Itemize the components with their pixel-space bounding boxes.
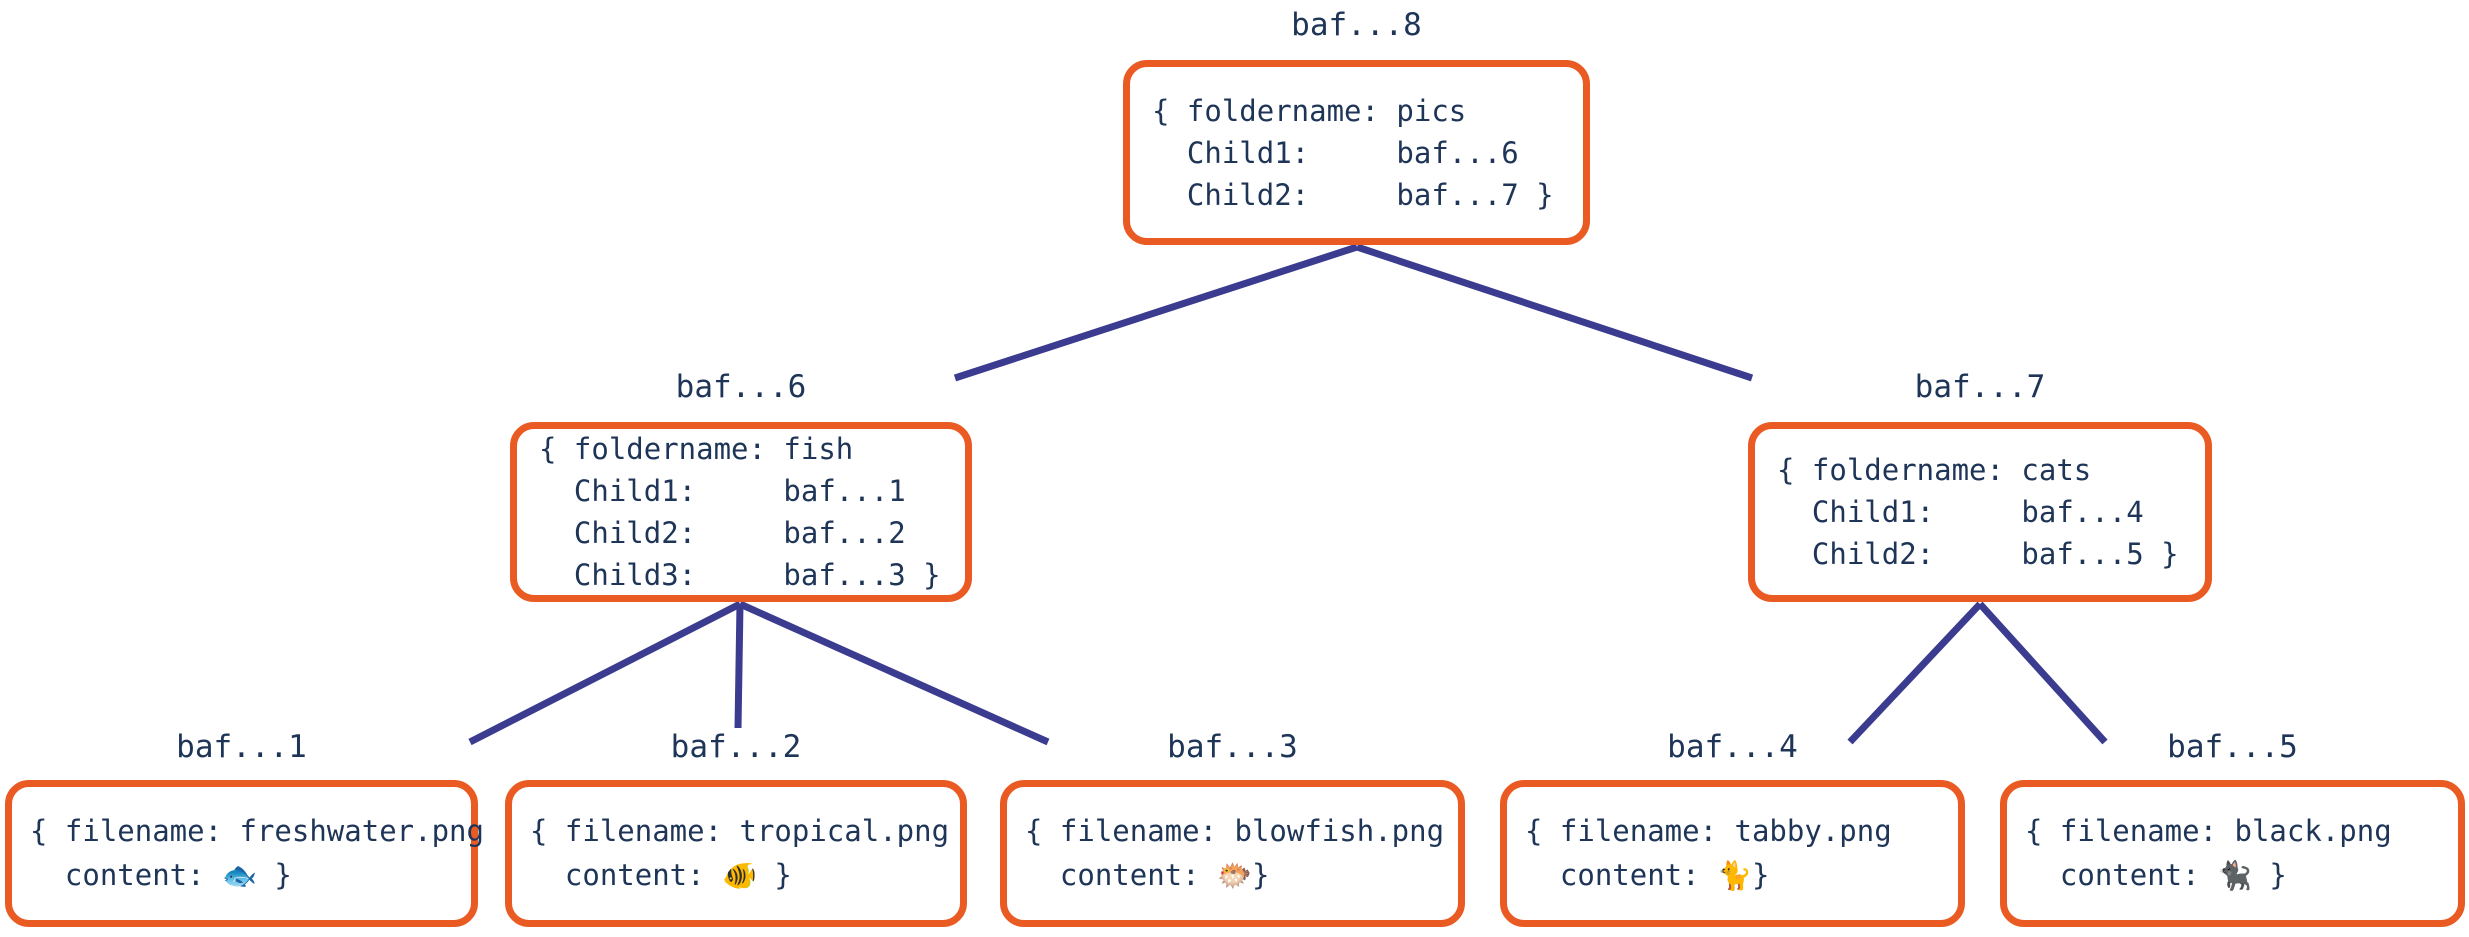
node-file-tropical[interactable]: baf...2 { filename: tropical.png content…	[505, 730, 967, 927]
tropical-fish-emoji: 🐠	[722, 859, 757, 892]
node-leaf1-box[interactable]: { filename: freshwater.png content: 🐟 }	[5, 780, 484, 927]
node-leaf3-content: { filename: blowfish.png content: 🐡}	[1007, 809, 1444, 898]
node-folder-fish[interactable]: baf...6 { foldername: fish Child1: baf..…	[510, 370, 972, 602]
edge-fish-to-leaf3	[738, 600, 1050, 746]
node-leaf2-content-suffix: }	[756, 858, 792, 892]
node-leaf3-box[interactable]: { filename: blowfish.png content: 🐡}	[1000, 780, 1465, 927]
node-file-black[interactable]: baf...5 { filename: black.png content: 🐈…	[2000, 730, 2465, 927]
node-leaf2-content: { filename: tropical.png content: 🐠 }	[512, 809, 949, 898]
node-leaf3-cid-label: baf...3	[1167, 729, 1298, 765]
node-leaf1-content-prefix: content:	[30, 858, 223, 892]
node-leaf3-filename-line: { filename: blowfish.png	[1025, 814, 1445, 848]
node-leaf1-content: { filename: freshwater.png content: 🐟 }	[12, 809, 484, 898]
black-cat-emoji: 🐈‍⬛	[2217, 859, 2252, 892]
node-leaf5-cid-label: baf...5	[2167, 729, 2298, 765]
node-leaf4-content: { filename: tabby.png content: 🐈}	[1507, 809, 1892, 898]
node-file-tabby[interactable]: baf...4 { filename: tabby.png content: 🐈…	[1500, 730, 1965, 927]
node-leaf3-content-suffix: }	[1251, 858, 1270, 892]
node-root-box[interactable]: { foldername: pics Child1: baf...6 Child…	[1123, 60, 1590, 245]
edge-cats-to-leaf5	[1977, 601, 2108, 745]
node-fish-content: { foldername: fish Child1: baf...1 Child…	[539, 432, 941, 592]
node-leaf1-content-suffix: }	[256, 858, 292, 892]
node-leaf4-content-suffix: }	[1751, 858, 1770, 892]
node-leaf5-filename-line: { filename: black.png	[2025, 814, 2392, 848]
node-leaf5-content-prefix: content:	[2025, 858, 2218, 892]
node-folder-cats[interactable]: baf...7 { foldername: cats Child1: baf..…	[1748, 370, 2212, 602]
node-fish-cid-label: baf...6	[675, 369, 807, 405]
node-leaf2-cid-label: baf...2	[670, 729, 802, 765]
node-leaf4-filename-line: { filename: tabby.png	[1525, 814, 1892, 848]
edge-cats-to-leaf4	[1847, 601, 1983, 745]
node-cats-content: { foldername: cats Child1: baf...4 Child…	[1777, 453, 2179, 571]
node-file-freshwater[interactable]: baf...1 { filename: freshwater.png conte…	[5, 730, 484, 927]
node-leaf3-content-prefix: content:	[1025, 858, 1218, 892]
node-leaf4-cid-label: baf...4	[1667, 729, 1798, 765]
node-leaf5-box[interactable]: { filename: black.png content: 🐈‍⬛ }	[2000, 780, 2465, 927]
node-leaf2-box[interactable]: { filename: tropical.png content: 🐠 }	[505, 780, 967, 927]
node-root-content: { foldername: pics Child1: baf...6 Child…	[1152, 93, 1554, 212]
node-leaf4-content-prefix: content:	[1525, 858, 1718, 892]
edge-fish-to-leaf2	[734, 603, 744, 729]
node-leaf2-filename-line: { filename: tropical.png	[530, 814, 950, 848]
node-leaf5-content: { filename: black.png content: 🐈‍⬛ }	[2007, 809, 2392, 898]
node-leaf2-content-prefix: content:	[530, 858, 723, 892]
node-leaf5-content-suffix: }	[2251, 858, 2287, 892]
node-leaf1-cid-label: baf...1	[176, 729, 307, 765]
cat-emoji: 🐈	[1717, 859, 1752, 892]
edge-root-to-fish	[953, 243, 1359, 382]
node-leaf1-filename-line: { filename: freshwater.png	[30, 814, 484, 848]
blowfish-emoji: 🐡	[1217, 859, 1252, 892]
node-cats-box[interactable]: { foldername: cats Child1: baf...4 Child…	[1748, 422, 2212, 602]
edge-fish-to-leaf1	[468, 600, 742, 746]
node-file-blowfish[interactable]: baf...3 { filename: blowfish.png content…	[1000, 730, 1465, 927]
fish-emoji: 🐟	[222, 859, 257, 892]
node-root-cid-label: baf...8	[1291, 7, 1422, 43]
node-root-pics[interactable]: baf...8 { foldername: pics Child1: baf..…	[1123, 8, 1590, 245]
node-fish-box[interactable]: { foldername: fish Child1: baf...1 Child…	[510, 422, 972, 602]
node-leaf4-box[interactable]: { filename: tabby.png content: 🐈}	[1500, 780, 1965, 927]
edge-root-to-cats	[1355, 243, 1754, 382]
node-cats-cid-label: baf...7	[1914, 369, 2046, 405]
